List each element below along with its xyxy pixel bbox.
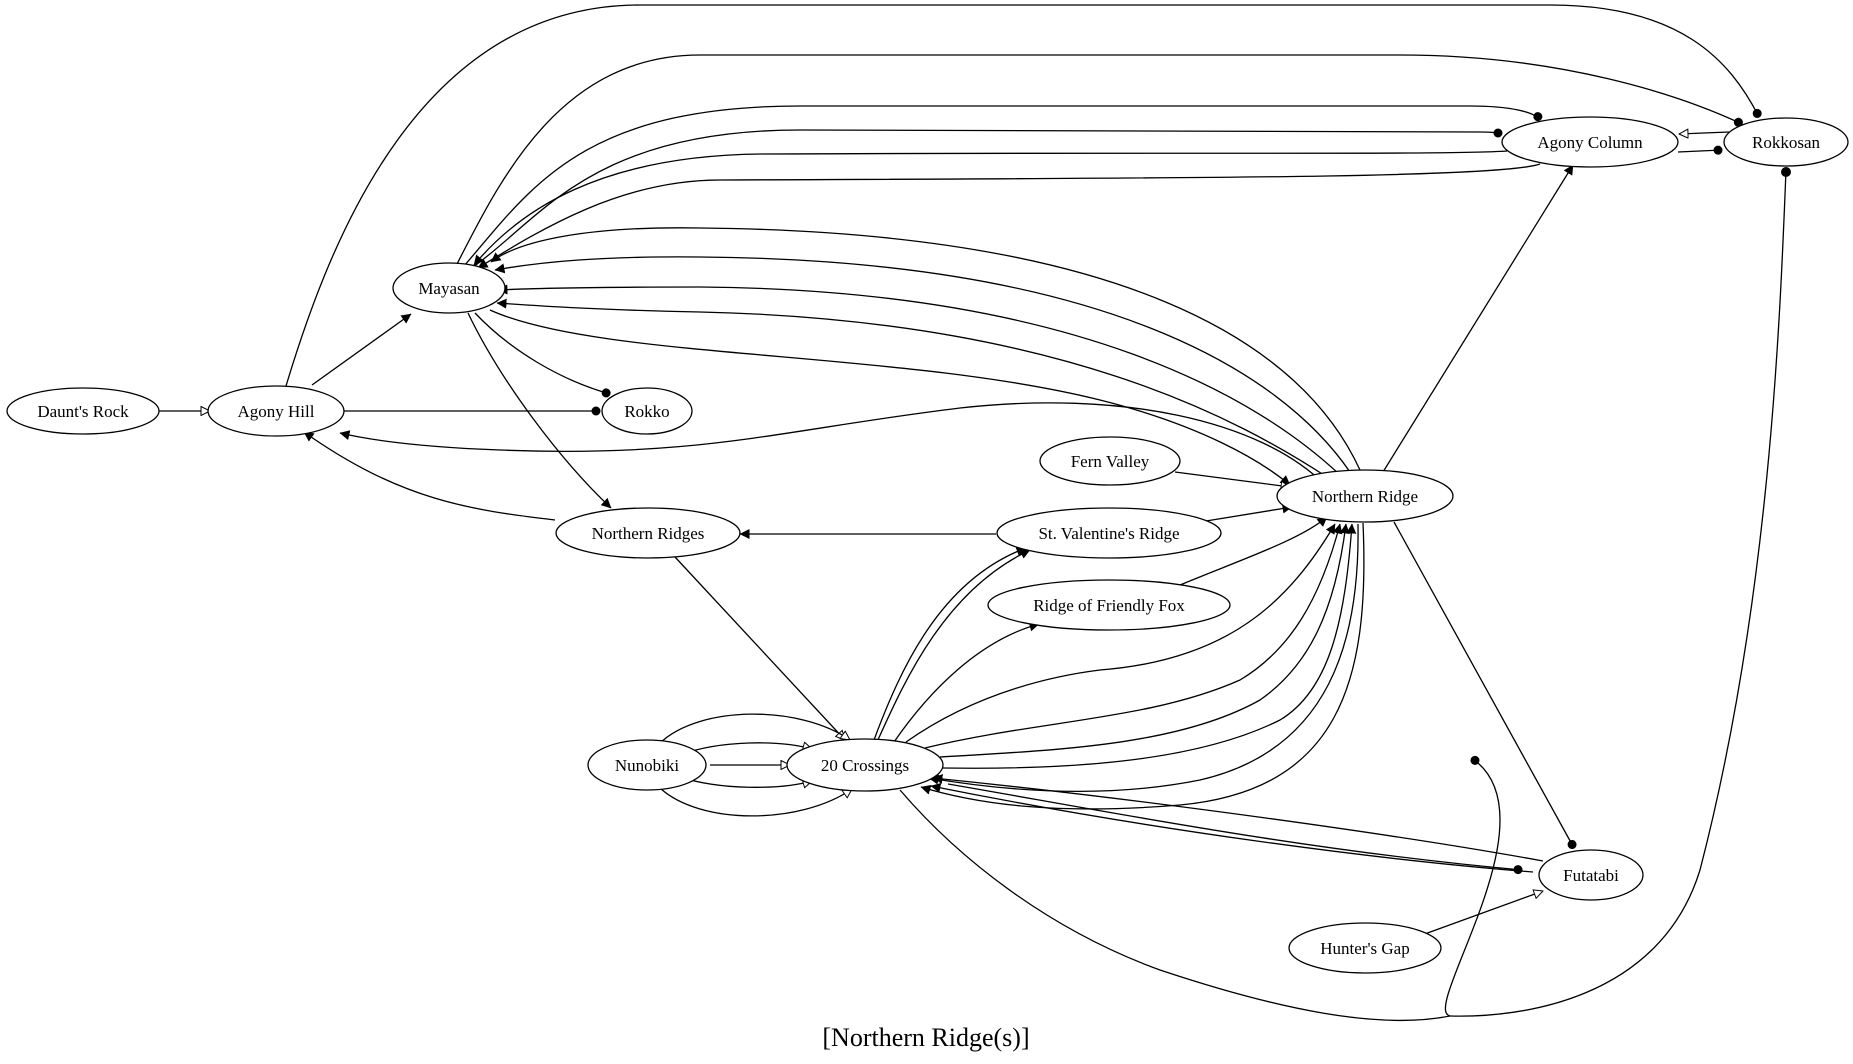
- edge-twenty-crossings-friendly-fox: [893, 621, 1040, 743]
- node-hunters-gap[interactable]: Hunter's Gap: [1288, 922, 1442, 974]
- edge-mayasan-agony-column-2: [472, 128, 1503, 268]
- node-daunts-rock[interactable]: Daunt's Rock: [6, 387, 160, 435]
- edge-mayasan-rokko: [474, 312, 611, 398]
- edge-northern-ridges-twenty-crossings: [674, 556, 845, 740]
- node-label: Northern Ridges: [592, 524, 705, 543]
- node-label: Hunter's Gap: [1320, 939, 1409, 958]
- edge-twenty-crossings-st-valentines-2: [876, 549, 1031, 743]
- edges: [158, 4, 1762, 1022]
- node-rokko[interactable]: Rokko: [601, 387, 693, 435]
- node-label: Nunobiki: [615, 756, 680, 775]
- node-rokkosan[interactable]: Rokkosan: [1723, 117, 1849, 167]
- edge-twenty-crossings-northern-ridge-1: [905, 523, 1336, 743]
- node-northern-ridges[interactable]: Northern Ridges: [555, 507, 741, 559]
- edge-northern-ridge-mayasan-1: [490, 227, 1361, 471]
- node-agony-column[interactable]: Agony Column: [1501, 116, 1679, 168]
- node-st-valentines-ridge[interactable]: St. Valentine's Ridge: [996, 507, 1222, 559]
- node-label: St. Valentine's Ridge: [1038, 524, 1179, 543]
- edge-nunobiki-twenty-crossings-4: [679, 776, 812, 787]
- edge-northern-ridge-futatabi: [1393, 521, 1577, 849]
- edge-futatabi-twenty-crossings-1: [932, 773, 1544, 862]
- edge-futatabi-twenty-crossings-2: [930, 782, 1534, 873]
- nodes: Daunt's Rock Agony Hill Mayasan Rokko No…: [6, 116, 1849, 974]
- edge-northern-ridge-agony-column: [1382, 164, 1574, 473]
- node-label: Mayasan: [418, 279, 480, 298]
- edge-twenty-crossings-northern-ridge-4: [941, 523, 1357, 769]
- edge-northern-ridge-agony-hill: [339, 402, 1326, 486]
- edge-agony-column-mayasan-2: [477, 163, 1541, 269]
- node-label: Northern Ridge: [1312, 487, 1418, 506]
- node-label: Futatabi: [1563, 866, 1619, 885]
- node-futatabi[interactable]: Futatabi: [1538, 849, 1644, 901]
- node-nunobiki[interactable]: Nunobiki: [587, 739, 707, 791]
- edge-agony-hill-rokkosan: [285, 4, 1762, 387]
- edge-twenty-crossings-futatabi: [947, 783, 1523, 875]
- node-fern-valley[interactable]: Fern Valley: [1039, 436, 1181, 486]
- node-northern-ridge[interactable]: Northern Ridge: [1276, 469, 1454, 523]
- rokkosan-bottom-dot: [1781, 167, 1791, 177]
- node-label: Rokkosan: [1752, 133, 1821, 152]
- edge-northern-ridges-agony-hill: [303, 431, 556, 521]
- node-label: Agony Column: [1537, 133, 1643, 152]
- edge-fern-valley-northern-ridge: [1174, 471, 1290, 487]
- edge-nunobiki-twenty-crossings-1: [659, 713, 850, 744]
- edge-rokkosan-twenty-crossings: [899, 755, 1501, 1022]
- node-label: Ridge of Friendly Fox: [1033, 596, 1185, 615]
- edge-northern-ridge-mayasan-3: [497, 284, 1341, 476]
- edge-twenty-crossings-st-valentines-1: [873, 546, 1027, 741]
- node-label: Daunt's Rock: [37, 402, 129, 421]
- edge-northern-ridge-twenty-crossings-1: [928, 523, 1359, 793]
- edge-twenty-crossings-northern-ridge-2: [924, 523, 1343, 749]
- node-twenty-crossings[interactable]: 20 Crossings: [786, 738, 944, 792]
- graph-caption: [Northern Ridge(s)]: [822, 1023, 1029, 1052]
- node-label: 20 Crossings: [821, 756, 909, 775]
- node-label: Fern Valley: [1071, 452, 1150, 471]
- edge-agony-column-rokkosan: [1677, 145, 1723, 155]
- edge-nunobiki-twenty-crossings-5: [659, 787, 852, 817]
- edge-mayasan-northern-ridges: [467, 312, 612, 509]
- node-ridge-of-friendly-fox[interactable]: Ridge of Friendly Fox: [987, 579, 1231, 631]
- edge-friendly-fox-northern-ridge: [1179, 516, 1328, 586]
- edge-northern-ridge-mayasan-4: [496, 298, 1331, 480]
- edge-northern-ridge-mayasan-2: [494, 256, 1351, 473]
- edge-rokkosan-descent: [1449, 169, 1787, 1017]
- edge-agony-column-mayasan-1: [473, 150, 1508, 266]
- edge-hunters-gap-futatabi: [1421, 891, 1543, 936]
- node-mayasan[interactable]: Mayasan: [392, 262, 506, 314]
- edge-mayasan-northern-ridge: [489, 309, 1291, 486]
- edge-agony-hill-mayasan: [311, 313, 412, 386]
- node-agony-hill[interactable]: Agony Hill: [207, 385, 345, 437]
- edge-mayasan-agony-column-1: [463, 105, 1543, 267]
- node-label: Rokko: [624, 402, 669, 421]
- edge-northern-ridge-twenty-crossings-2: [920, 522, 1365, 810]
- edge-mayasan-rokkosan: [455, 54, 1743, 267]
- edge-st-valentines-northern-ridge: [1205, 503, 1293, 522]
- edge-rokkosan-agony-column: [1679, 132, 1730, 134]
- node-label: Agony Hill: [238, 402, 315, 421]
- edge-twenty-crossings-northern-ridge-3: [939, 523, 1350, 758]
